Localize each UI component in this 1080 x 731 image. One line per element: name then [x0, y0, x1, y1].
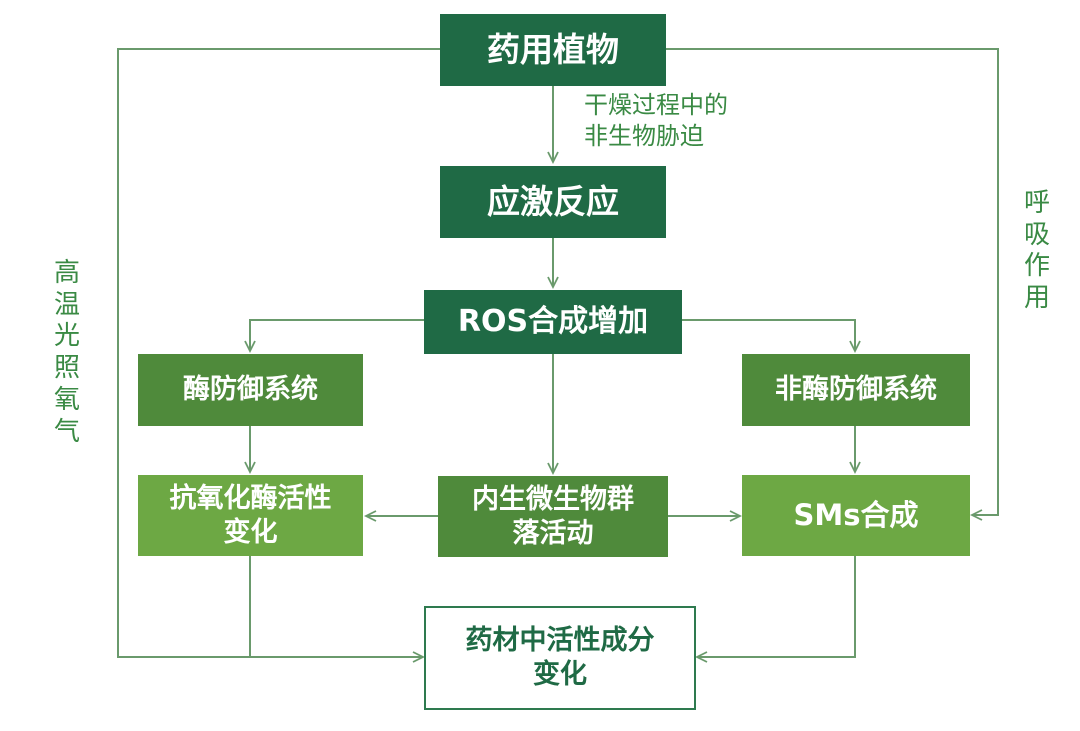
arrow-right-loop	[666, 48, 999, 521]
node-sms-label: SMs合成	[793, 498, 919, 533]
label-drying-line1: 干燥过程中的	[584, 91, 728, 119]
node-endophyte-line2: 落活动	[512, 517, 594, 549]
node-endophyte: 内生微生物群 落活动	[438, 476, 668, 557]
node-sms: SMs合成	[742, 475, 970, 556]
node-antioxidant-line2: 变化	[223, 516, 278, 548]
node-plant: 药用植物	[440, 14, 666, 86]
node-endophyte-line1: 内生微生物群	[472, 483, 634, 515]
node-nonenzyme-defense: 非酶防御系统	[742, 354, 970, 426]
label-left-factors-text: 高温 光照 氧气	[53, 258, 80, 447]
arrow-ros-to-nonenzyme	[682, 319, 861, 354]
arrow-ros-to-enzyme	[244, 319, 424, 354]
node-enzyme-defense: 酶防御系统	[138, 354, 363, 426]
node-active-ingredients: 药材中活性成分 变化	[424, 606, 696, 710]
arrow-left-loop	[117, 48, 440, 658]
label-left-factors: 高温 光照 氧气	[50, 258, 84, 448]
node-nonenzyme-defense-label: 非酶防御系统	[775, 374, 937, 406]
node-stress-label: 应激反应	[487, 182, 619, 222]
node-plant-label: 药用植物	[487, 30, 619, 70]
node-active-line2: 变化	[533, 659, 587, 690]
node-active-line1: 药材中活性成分	[465, 625, 655, 657]
node-antioxidant: 抗氧化酶活性 变化	[138, 475, 363, 556]
node-ros: ROS合成增加	[424, 290, 682, 354]
label-respiration-text: 呼吸作用	[1023, 188, 1050, 314]
node-enzyme-defense-label: 酶防御系统	[183, 374, 318, 406]
node-ros-label: ROS合成增加	[457, 304, 649, 340]
arrow-antioxidant-to-active	[249, 556, 426, 663]
label-drying-stress: 干燥过程中的 非生物胁迫	[584, 90, 728, 152]
node-stress: 应激反应	[440, 166, 666, 238]
label-respiration: 呼吸作用	[1020, 188, 1054, 315]
node-antioxidant-line1: 抗氧化酶活性	[169, 482, 332, 514]
arrow-sms-to-active	[694, 556, 856, 663]
label-drying-line2: 非生物胁迫	[584, 122, 704, 151]
